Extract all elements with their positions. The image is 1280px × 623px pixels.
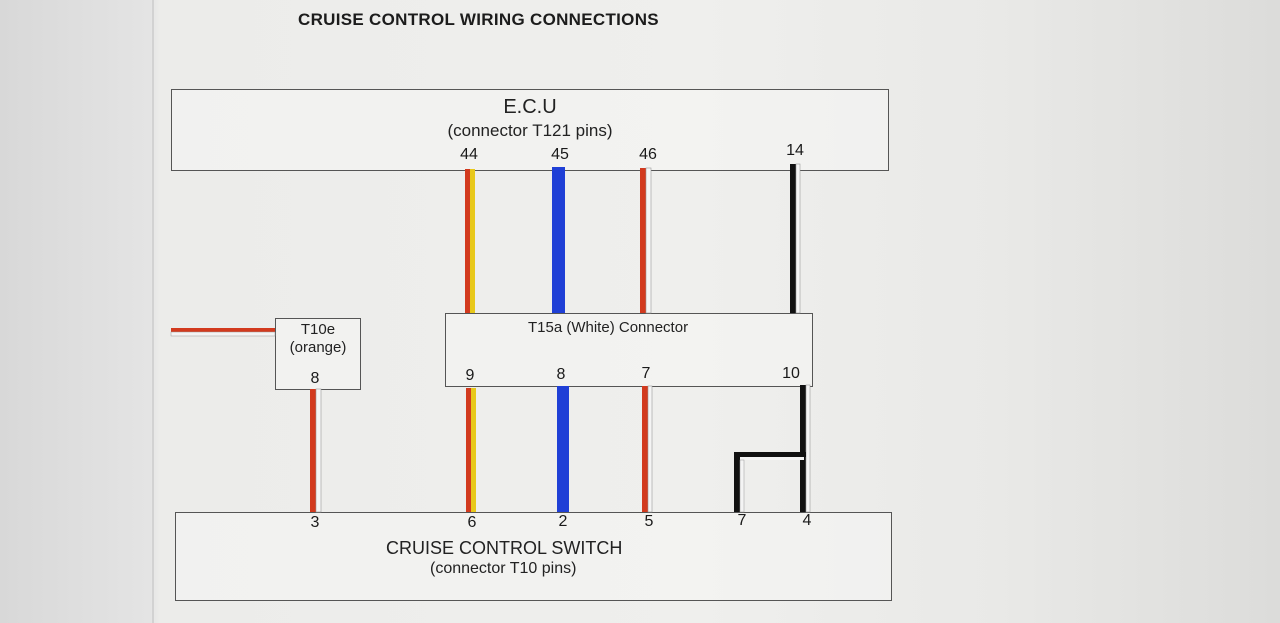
ecu-pin-45: 45	[551, 146, 569, 163]
t15a-pin-7: 7	[641, 365, 651, 382]
wire-t10e8-to-3-red-white	[310, 388, 322, 513]
switch-pin-7: 7	[737, 512, 747, 529]
wire-10-to-4-black-white	[800, 384, 811, 513]
t15a-pin-8: 8	[556, 366, 566, 383]
t10e-pin-8: 8	[310, 370, 320, 387]
switch-pin-5: 5	[644, 513, 654, 530]
ecu-box: E.C.U (connector T121 pins)	[171, 89, 889, 171]
t10e-label: T10e	[300, 321, 336, 338]
ecu-label: E.C.U	[503, 96, 557, 118]
switch-label: CRUISE CONTROL SWITCH	[386, 538, 623, 558]
ecu-pin-46: 46	[639, 146, 657, 163]
wire-stub-into-t10e	[170, 328, 276, 337]
wire-14-to-10-black-white	[790, 163, 801, 314]
wire-46-to-7-red-white	[640, 167, 652, 314]
wire-9-to-6-red-yellow	[466, 388, 476, 512]
t15a-pin-10: 10	[782, 365, 800, 382]
wire-8-to-2-blue	[557, 386, 569, 512]
document-edge	[152, 0, 154, 623]
switch-pin-2: 2	[558, 513, 568, 530]
t15a-pin-9: 9	[465, 367, 475, 384]
switch-pin-3: 3	[310, 514, 320, 531]
cruise-control-switch-box: CRUISE CONTROL SWITCH (connector T10 pin…	[175, 512, 892, 601]
t10e-connector-box: T10e (orange)	[275, 318, 361, 390]
switch-pin-6: 6	[467, 514, 477, 531]
wire-44-to-9-red-yellow	[465, 169, 475, 313]
wire-branch-to-7-black-white	[734, 452, 806, 513]
switch-sublabel: (connector T10 pins)	[430, 560, 577, 577]
t15a-connector-box: T15a (White) Connector	[445, 313, 813, 387]
ecu-pin-44: 44	[460, 146, 478, 163]
switch-pin-4: 4	[802, 512, 812, 529]
wire-45-to-8-blue	[552, 167, 565, 313]
wire-7-to-5-red-white	[642, 385, 653, 513]
diagram-title: CRUISE CONTROL WIRING CONNECTIONS	[298, 10, 659, 29]
ecu-pin-14: 14	[786, 142, 804, 159]
t10e-sublabel: (orange)	[289, 339, 347, 356]
ecu-sublabel: (connector T121 pins)	[447, 121, 613, 140]
t15a-label: T15a (White) Connector	[528, 319, 689, 336]
